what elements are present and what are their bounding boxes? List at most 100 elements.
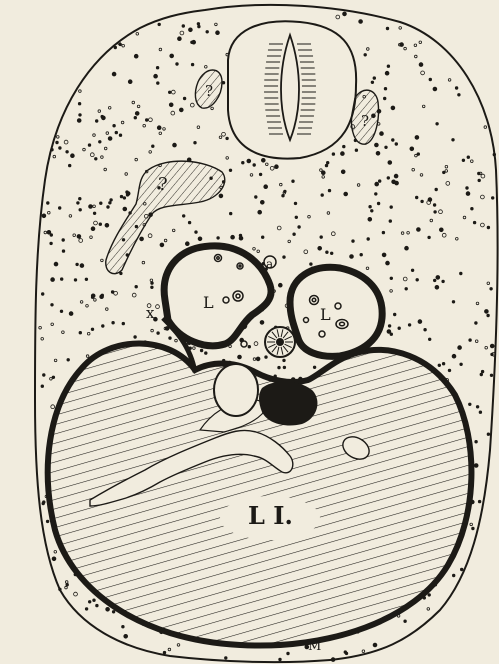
stipple-dot [169, 103, 173, 107]
stipple-dot [51, 323, 54, 326]
stipple-dot [136, 33, 139, 36]
stipple-dot [282, 194, 285, 197]
stipple-dot [226, 137, 229, 140]
stipple-dot [485, 310, 489, 314]
label-marker-m: M [308, 639, 321, 654]
stipple-dot [215, 23, 218, 26]
stipple-dot [53, 155, 56, 158]
stipple-dot [382, 231, 385, 234]
stipple-dot [176, 63, 179, 66]
stipple-dot [427, 608, 430, 611]
stipple-dot [91, 294, 95, 298]
stipple-dot [308, 215, 311, 218]
stipple-dot [128, 80, 132, 84]
stipple-dot [206, 31, 209, 34]
stipple-dot [414, 44, 417, 47]
stipple-dot [446, 182, 450, 186]
stipple-dot [421, 71, 425, 75]
right-lumen [290, 267, 382, 356]
stipple-dot [395, 143, 398, 146]
stipple-dot [140, 237, 144, 241]
stipple-dot [341, 170, 345, 174]
stipple-dot [46, 520, 49, 523]
stipple-dot [416, 279, 419, 282]
stipple-dot [106, 308, 109, 311]
stipple-dot [428, 338, 431, 341]
stipple-dot [104, 147, 107, 150]
stipple-dot [135, 112, 139, 116]
stipple-dot [120, 195, 123, 198]
stipple-dot [275, 165, 279, 169]
stipple-dot [126, 194, 129, 197]
stipple-dot [65, 586, 68, 589]
stipple-dot [355, 149, 358, 152]
stipple-dot [491, 197, 494, 200]
stipple-dot [435, 285, 439, 289]
stipple-dot [79, 239, 83, 243]
stipple-dot [168, 648, 171, 651]
stipple-dot [79, 114, 82, 117]
stipple-dot [219, 136, 222, 139]
stipple-dot [231, 235, 235, 239]
stipple-dot [345, 652, 348, 655]
stipple-dot [471, 160, 474, 163]
stipple-dot [126, 191, 129, 194]
dark-mass [259, 382, 317, 426]
stipple-dot [463, 216, 466, 219]
stipple-dot [163, 128, 166, 131]
stipple-dot [74, 592, 78, 596]
stipple-dot [378, 180, 381, 183]
stipple-dot [350, 255, 354, 259]
stipple-dot [51, 304, 54, 307]
stipple-dot [109, 202, 112, 205]
stipple-dot [229, 212, 232, 215]
stipple-dot [134, 336, 137, 339]
stipple-dot [321, 194, 324, 197]
stipple-dot [143, 124, 146, 127]
stipple-dot [369, 205, 372, 208]
stipple-dot [375, 193, 378, 196]
stipple-dot [466, 192, 470, 196]
stipple-dot [43, 374, 46, 377]
stipple-dot [76, 263, 79, 266]
stipple-dot [318, 246, 322, 250]
stipple-dot [108, 107, 111, 110]
stipple-dot [304, 250, 308, 254]
stipple-dot [54, 551, 57, 554]
stipple-dot [390, 333, 393, 336]
stipple-dot [93, 134, 96, 137]
stipple-dot [382, 253, 386, 257]
stipple-dot [254, 342, 258, 346]
stipple-dot [198, 25, 201, 28]
stipple-dot [400, 43, 404, 47]
stipple-dot [80, 264, 84, 268]
stipple-dot [157, 82, 160, 85]
stipple-dot [452, 354, 456, 358]
stipple-dot [487, 282, 490, 285]
stipple-dot [89, 205, 93, 209]
stipple-dot [415, 154, 418, 157]
stipple-dot [388, 161, 392, 165]
stipple-dot [115, 131, 118, 134]
stipple-dot [428, 236, 431, 239]
stipple-dot [65, 581, 68, 584]
stipple-dot [85, 278, 88, 281]
stipple-dot [352, 240, 355, 243]
stipple-dot [388, 325, 391, 328]
stipple-dot [292, 180, 295, 183]
stipple-dot [94, 299, 97, 302]
upper-central-structure [228, 21, 356, 158]
stipple-dot [91, 227, 95, 231]
stipple-dot [384, 87, 387, 90]
stipple-dot [60, 278, 63, 281]
stipple-dot [183, 97, 186, 100]
stipple-dot [367, 48, 370, 51]
stipple-dot [343, 12, 347, 16]
stipple-dot [57, 136, 60, 139]
stipple-dot [205, 352, 208, 355]
stipple-dot [135, 158, 138, 161]
large-hatched-organ [48, 343, 472, 645]
stipple-dot [79, 209, 82, 212]
stipple-dot [191, 41, 194, 44]
stipple-dot [59, 588, 62, 591]
